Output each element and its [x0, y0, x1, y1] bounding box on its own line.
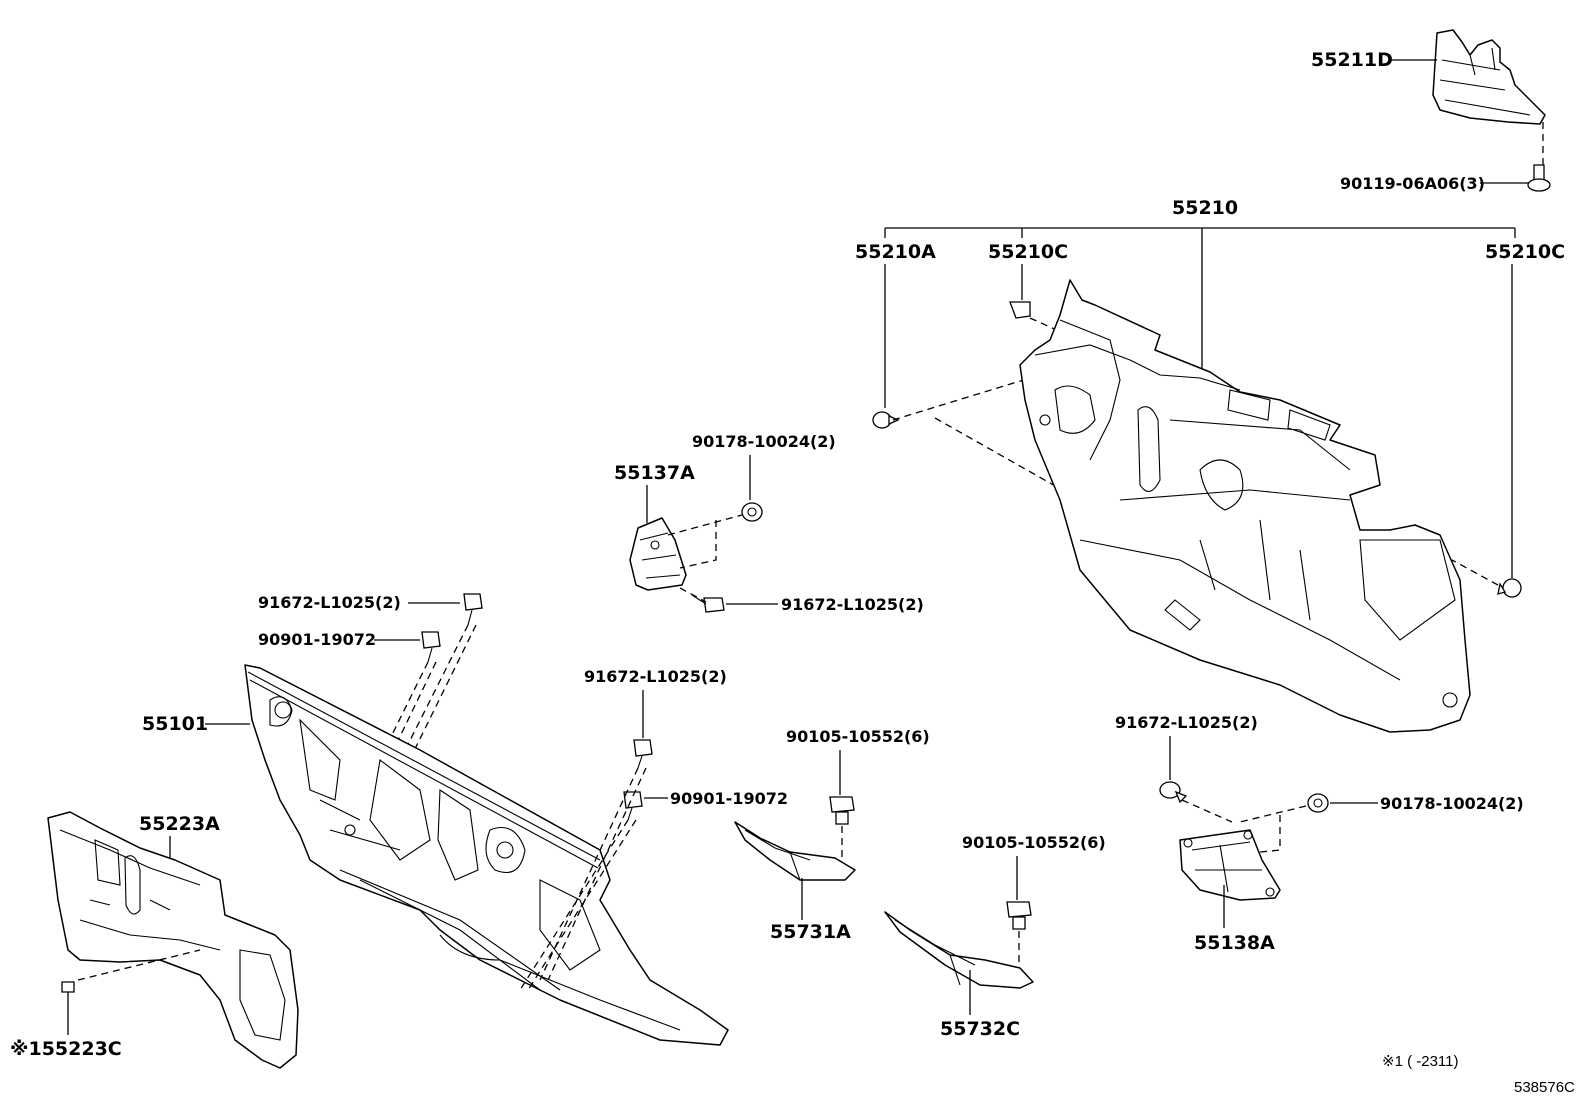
clip-55210C-right[interactable] — [1497, 578, 1522, 598]
label-90119-06A06: 90119-06A06(3) — [1340, 174, 1485, 193]
label-91672-L1025-center: 91672-L1025(2) — [584, 667, 727, 686]
label-55210C-left: 55210C — [988, 241, 1068, 263]
bolt-90119-06A06[interactable] — [1527, 164, 1551, 192]
bolt-91672-L1025-mid[interactable] — [691, 594, 725, 613]
part-55732C[interactable] — [884, 911, 1034, 989]
clip-55210C-left[interactable] — [1009, 301, 1031, 319]
label-55138A: 55138A — [1194, 932, 1275, 954]
nut-90178-10024-top[interactable] — [741, 502, 763, 522]
label-91672-L1025-right: 91672-L1025(2) — [1115, 713, 1258, 732]
bolt-90105-10552-b[interactable] — [1006, 901, 1032, 930]
label-55137A: 55137A — [614, 462, 695, 484]
label-91672-L1025-mid: 91672-L1025(2) — [781, 595, 924, 614]
label-90901-19072-center: 90901-19072 — [670, 789, 788, 808]
nut-55223C[interactable] — [61, 981, 75, 993]
clip-55210A[interactable] — [872, 411, 900, 429]
label-90901-19072-left: 90901-19072 — [258, 630, 376, 649]
label-55210C-right: 55210C — [1485, 241, 1565, 263]
part-55210-dash-silencer[interactable] — [1019, 279, 1471, 733]
label-90178-10024-right: 90178-10024(2) — [1380, 794, 1524, 813]
label-55210: 55210 — [1172, 197, 1238, 219]
nut-90178-10024-right[interactable] — [1307, 793, 1329, 813]
label-55211D: 55211D — [1311, 49, 1393, 71]
part-55138A[interactable] — [1179, 829, 1281, 901]
bolt-90901-19072-left[interactable] — [421, 631, 441, 663]
label-55732C: 55732C — [940, 1018, 1020, 1040]
illustration-code: 538576C — [1514, 1079, 1575, 1096]
bolt-91672-L1025-left[interactable] — [463, 593, 483, 626]
part-55223A[interactable] — [47, 811, 299, 1069]
label-90178-10024-top: 90178-10024(2) — [692, 432, 836, 451]
part-55137A[interactable] — [629, 517, 687, 591]
label-55731A: 55731A — [770, 921, 851, 943]
label-90105-10552-a: 90105-10552(6) — [786, 727, 930, 746]
label-55210A: 55210A — [855, 241, 936, 263]
part-55211D[interactable] — [1432, 29, 1546, 125]
bolt-91672-L1025-right[interactable] — [1159, 781, 1188, 804]
part-55731A[interactable] — [734, 821, 856, 881]
footnote-note: ※1 ( -2311) — [1382, 1053, 1459, 1070]
bolt-90901-19072-center[interactable] — [623, 791, 643, 821]
part-55101-dash-panel[interactable] — [244, 664, 729, 1046]
label-90105-10552-b: 90105-10552(6) — [962, 833, 1106, 852]
bolt-91672-L1025-center[interactable] — [633, 739, 653, 769]
label-55101: 55101 — [142, 713, 208, 735]
label-55223C: ※155223C — [10, 1038, 122, 1060]
label-55223A: 55223A — [139, 813, 220, 835]
bolt-90105-10552-a[interactable] — [829, 796, 855, 825]
label-91672-L1025-left: 91672-L1025(2) — [258, 593, 401, 612]
